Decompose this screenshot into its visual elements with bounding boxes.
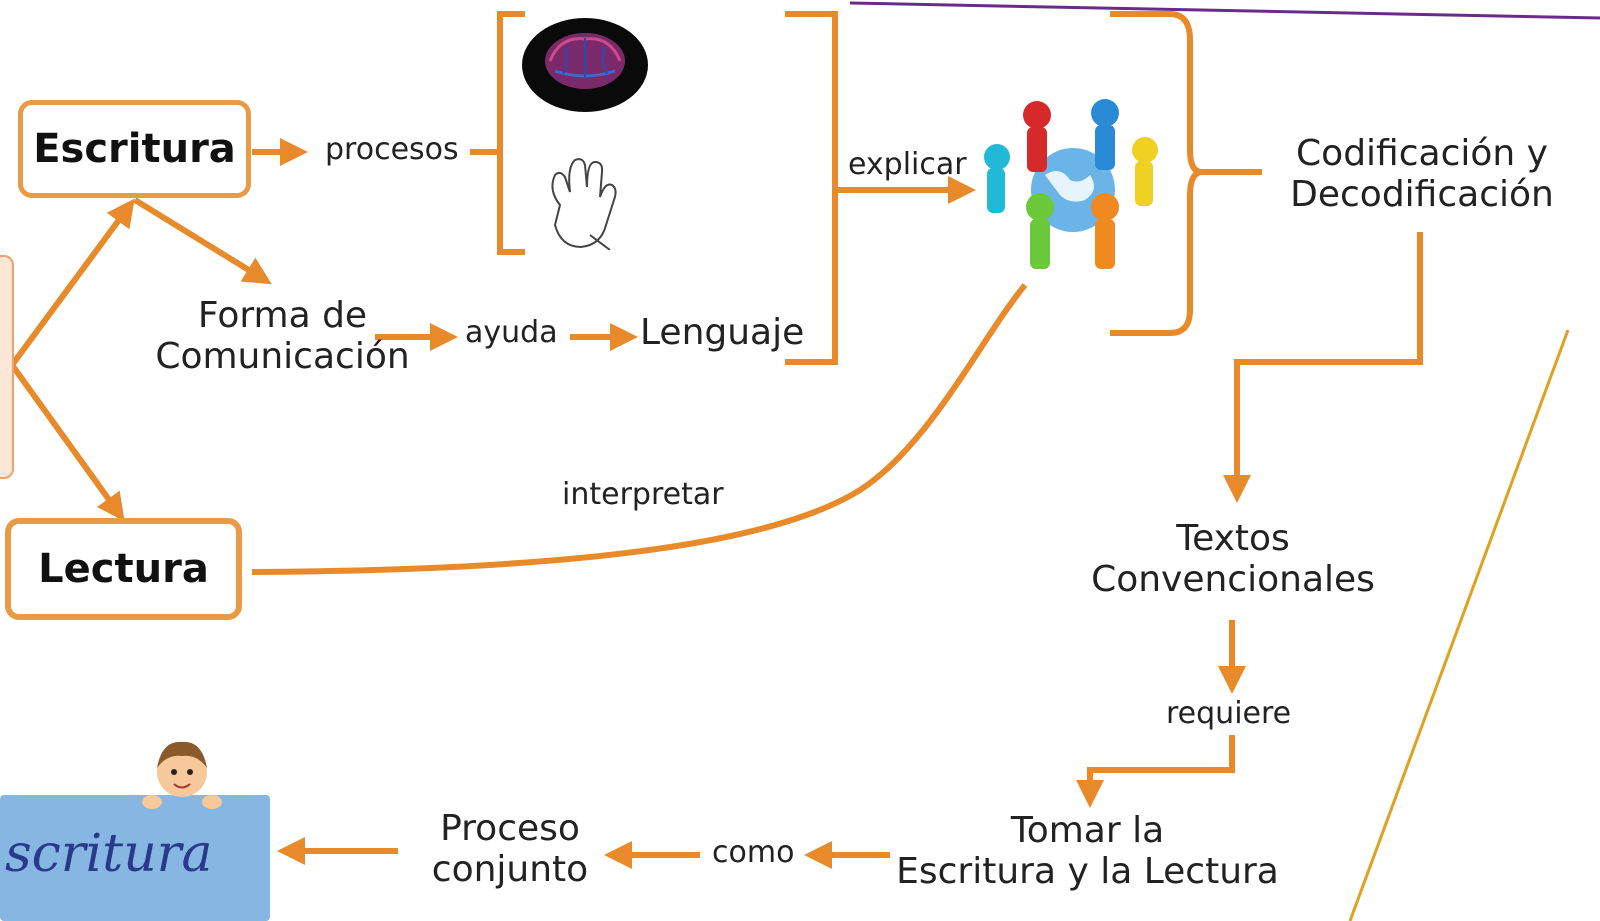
edge-stub-escritura (9, 198, 135, 367)
edge-interpretar (251, 283, 1028, 575)
label-explicar: explicar (848, 147, 967, 182)
process-bracket-close (785, 11, 838, 365)
label-como: como (712, 835, 795, 870)
label-interpretar: interpretar (562, 477, 724, 512)
purple-border-line (849, 1, 1600, 20)
label-tomar: Tomar la Escritura y la Lectura (896, 810, 1279, 893)
edge-requiere-tomar (1076, 735, 1235, 808)
yellow-border-line (1348, 329, 1570, 921)
hand-icon (551, 158, 617, 250)
people-globe-icon (984, 99, 1158, 269)
left-stub-box (0, 255, 14, 479)
brain-icon (522, 18, 648, 112)
lectura-node: Lectura (5, 518, 242, 620)
label-lenguaje: Lenguaje (640, 312, 805, 353)
label-ayuda: ayuda (465, 315, 558, 350)
edge-stub-lectura (9, 363, 125, 522)
label-forma-comunicacion: Forma de Comunicación (155, 295, 410, 378)
label-codificacion: Codificación y Decodificación (1290, 133, 1554, 216)
curly-bracket (1110, 11, 1262, 336)
label-procesos: procesos (325, 132, 459, 167)
cursive-sign (0, 795, 270, 921)
process-bracket-open (497, 11, 525, 255)
edge-codificacion-textos (1223, 232, 1423, 503)
edge-escritura-forma (133, 197, 272, 285)
cursive-sign-text: scritura (5, 824, 213, 884)
escritura-node: Escritura (18, 100, 251, 198)
label-requiere: requiere (1166, 696, 1292, 731)
label-proceso-conjunto: Proceso conjunto (431, 808, 589, 891)
child-icon (142, 741, 222, 809)
label-textos: Textos Convencionales (1091, 518, 1375, 601)
